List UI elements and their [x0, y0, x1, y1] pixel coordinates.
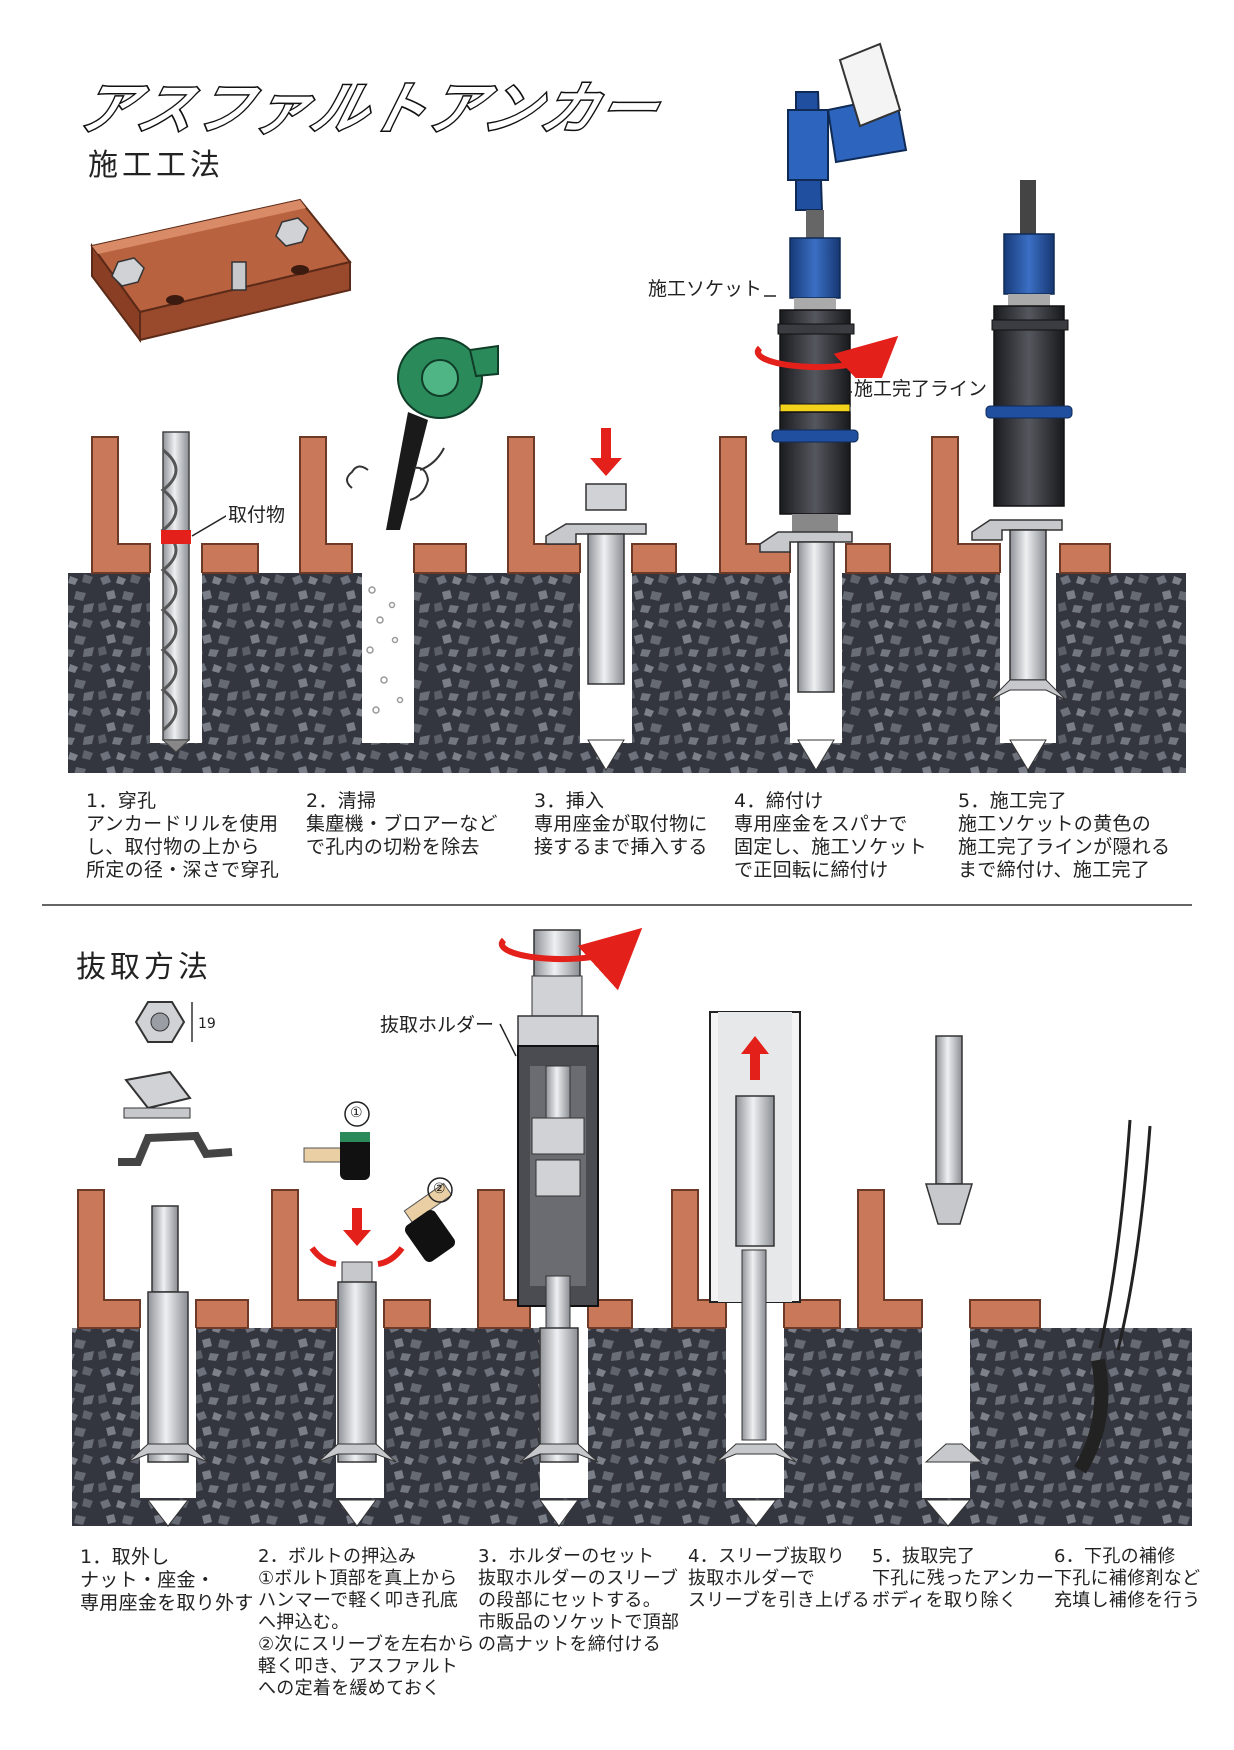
- anchor-insert: [545, 428, 647, 771]
- install-step-5-line: 施工ソケットの黄色の: [958, 813, 1152, 835]
- hammer-markers: [344, 1101, 453, 1203]
- install-step-5-line: まで締付け、施工完了: [958, 859, 1151, 881]
- repair-nozzle: [1073, 1119, 1152, 1474]
- bolt-step1: [127, 1205, 209, 1527]
- removal-step-2: 2．ボルトの押込み ①ボルト頂部を真上から ハンマーで軽く叩き孔底 へ押込む。 …: [258, 1546, 475, 1700]
- removal-step-4: 4．スリーブ抜取り 抜取ホルダーで スリーブを引き上げる: [688, 1546, 870, 1612]
- marker-hammer-2: ②: [433, 1181, 446, 1197]
- removal-step-2-line: への定着を緩めておく: [258, 1678, 441, 1699]
- removal-holder: [517, 929, 599, 1527]
- label-holder: 抜取ホルダー: [378, 1014, 497, 1036]
- removal-step-5-line: ボディを取り除く: [872, 1590, 1018, 1611]
- removal-step-3-title: 3．ホルダーのセット: [478, 1546, 655, 1567]
- removal-step-6: 6．下孔の補修 下孔に補修剤など 充填し補修を行う: [1054, 1546, 1200, 1612]
- install-step-4-line: 専用座金をスパナで: [734, 813, 908, 835]
- dust-particles: [366, 586, 404, 714]
- removal-step-3: 3．ホルダーのセット 抜取ホルダーのスリーブ の段部にセットする。 市販品のソケ…: [478, 1546, 679, 1656]
- washer-and-nut-parts: [118, 1070, 233, 1166]
- removal-step-2-line: ①ボルト頂部を真上から: [258, 1568, 458, 1589]
- install-step-2-title: 2．清掃: [306, 790, 377, 812]
- removal-step-1-line: ナット・座金・: [80, 1569, 216, 1591]
- removal-step-4-line: スリーブを引き上げる: [688, 1590, 870, 1611]
- removal-step-2-title: 2．ボルトの押込み: [258, 1546, 417, 1567]
- install-heading: 施工工法: [88, 148, 224, 183]
- removal-step-1: 1．取外し ナット・座金・ 専用座金を取り外す: [80, 1546, 254, 1615]
- rotation-arrow-install: [754, 335, 899, 399]
- install-step-1-line: し、取付物の上から: [86, 836, 260, 858]
- removal-step-6-line: 下孔に補修剤など: [1054, 1568, 1201, 1589]
- removal-step-2-line: へ押込む。: [258, 1612, 350, 1633]
- install-step-5-title: 5．施工完了: [958, 790, 1067, 812]
- install-step-3-line: 専用座金が取付物に: [534, 813, 708, 835]
- install-step-1-line: アンカードリルを使用: [86, 813, 279, 835]
- removal-step-3-line: 市販品のソケットで頂部: [478, 1612, 680, 1633]
- anchor-step4: [759, 531, 853, 771]
- removal-step-6-line: 充填し補修を行う: [1054, 1590, 1201, 1611]
- install-step-2: 2．清掃 集塵機・ブロアーなど で孔内の切粉を除去: [306, 790, 498, 859]
- install-socket-step4: [771, 237, 859, 532]
- install-step-4-line: 固定し、施工ソケット: [734, 836, 928, 858]
- removal-ground: [72, 1328, 1192, 1526]
- removal-step-5-title: 5．抜取完了: [872, 1546, 976, 1567]
- removal-step-5: 5．抜取完了 下孔に残ったアンカー ボディを取り除く: [872, 1546, 1054, 1612]
- removal-step-4-title: 4．スリーブ抜取り: [688, 1546, 846, 1567]
- drill-bit: [160, 431, 191, 753]
- install-step-5: 5．施工完了 施工ソケットの黄色の 施工完了ラインが隠れる まで締付け、施工完了: [958, 790, 1170, 882]
- angle-bracket-icon: [90, 198, 352, 343]
- install-step-1-title: 1．穿孔: [86, 790, 157, 812]
- hammer-1-icon: [303, 1132, 370, 1180]
- removal-brackets: [77, 1189, 1041, 1329]
- removal-step-3-line: の高ナットを締付ける: [478, 1634, 661, 1655]
- install-brackets: [91, 436, 1111, 574]
- nut-icon: [134, 1001, 193, 1043]
- anchor-step5: [971, 519, 1067, 771]
- sleeve-pull: [709, 1011, 801, 1527]
- install-step-3: 3．挿入 専用座金が取付物に 接するまで挿入する: [534, 790, 708, 859]
- label-complete-line: 施工完了ライン: [852, 378, 990, 400]
- install-step-2-line: で孔内の切粉を除去: [306, 836, 480, 858]
- marker-hammer-1: ①: [350, 1105, 363, 1121]
- rotation-arrow-removal: [498, 927, 643, 991]
- label-nut-size: 19: [198, 1016, 216, 1032]
- push-arrows: [309, 1208, 405, 1267]
- install-step-1-line: 所定の径・深さで穿孔: [86, 859, 280, 881]
- removal-heading: 抜取方法: [76, 950, 212, 985]
- removal-step-2-line: 軽く叩き、アスファルト: [258, 1656, 459, 1677]
- removal-step-6-title: 6．下孔の補修: [1054, 1546, 1176, 1567]
- install-step-3-line: 接するまで挿入する: [534, 836, 708, 858]
- install-step-4-line: で正回転に締付け: [734, 859, 889, 881]
- install-step-2-line: 集塵機・ブロアーなど: [306, 813, 498, 835]
- anchor-removal-step2: [317, 1261, 397, 1527]
- removed-bolt: [924, 1035, 984, 1527]
- removal-step-2-line: ②次にスリーブを左右から: [258, 1634, 475, 1655]
- impact-driver: [787, 42, 908, 238]
- removal-step-2-line: ハンマーで軽く叩き孔底: [258, 1590, 459, 1611]
- page-title: アスファルトアンカー: [71, 76, 668, 144]
- removal-step-1-line: 専用座金を取り外す: [80, 1592, 254, 1614]
- install-step-3-title: 3．挿入: [534, 790, 605, 812]
- removal-step-3-line: 抜取ホルダーのスリーブ: [478, 1568, 679, 1589]
- blower-icon: [346, 337, 499, 530]
- removal-step-1-title: 1．取外し: [80, 1546, 170, 1568]
- hammer-2-icon: [403, 1182, 456, 1262]
- removal-step-3-line: の段部にセットする。: [478, 1590, 661, 1611]
- removal-step-4-line: 抜取ホルダーで: [688, 1568, 816, 1589]
- label-socket: 施工ソケット: [646, 278, 765, 300]
- removal-step-5-line: 下孔に残ったアンカー: [872, 1568, 1055, 1589]
- install-step-4-title: 4．締付け: [734, 790, 824, 812]
- install-step-1: 1．穿孔 アンカードリルを使用 し、取付物の上から 所定の径・深さで穿孔: [86, 790, 279, 882]
- install-socket-step5: [985, 180, 1073, 507]
- install-step-5-line: 施工完了ラインが隠れる: [958, 836, 1171, 858]
- holder-leader-line: [499, 1023, 517, 1057]
- label-attachment: 取付物: [226, 504, 288, 526]
- install-step-4: 4．締付け 専用座金をスパナで 固定し、施工ソケット で正回転に締付け: [734, 790, 927, 882]
